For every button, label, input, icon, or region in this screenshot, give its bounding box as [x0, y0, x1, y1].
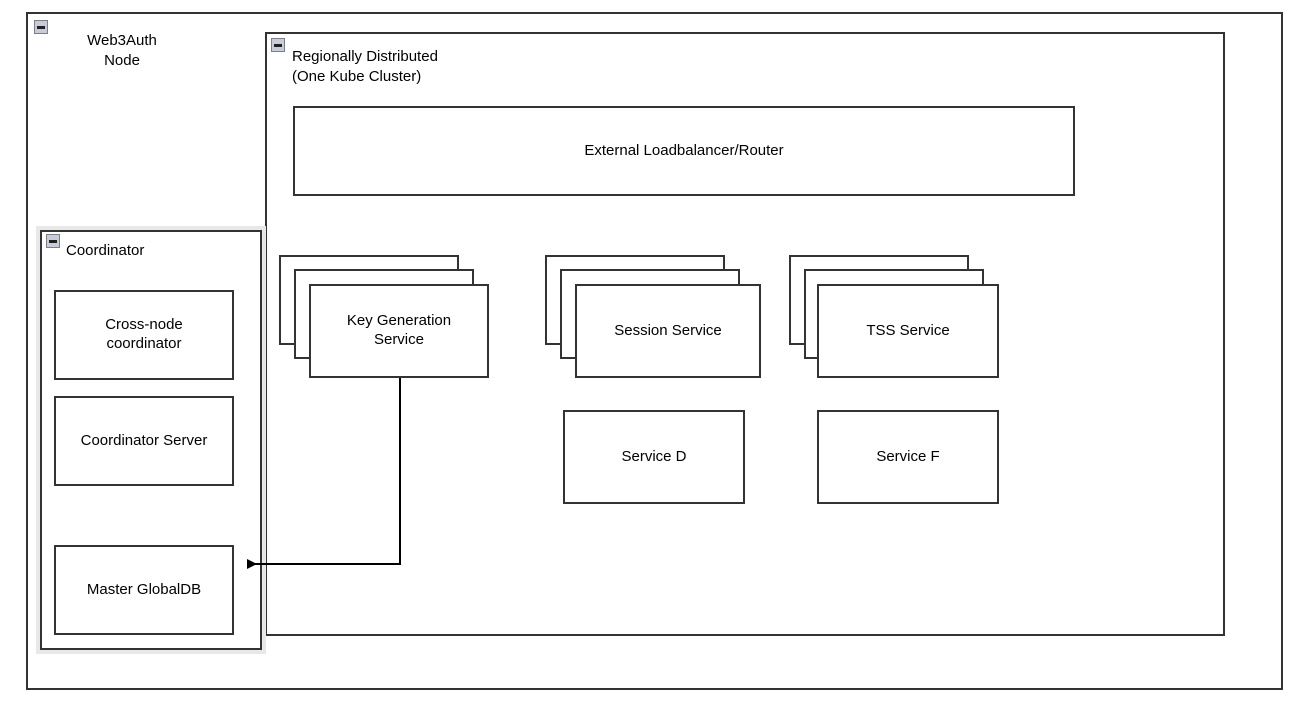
session-service-box[interactable] [575, 284, 761, 378]
cross-node-coordinator-box[interactable] [54, 290, 234, 380]
collapse-icon-web3auth-node[interactable] [34, 20, 48, 34]
coordinator-server-box[interactable] [54, 396, 234, 486]
service-f-box[interactable] [817, 410, 999, 504]
master-globaldb-box[interactable] [54, 545, 234, 635]
regionally-distributed-title: Regionally Distributed (One Kube Cluster… [292, 48, 438, 85]
coordinator-title: Coordinator [66, 242, 145, 259]
web3auth-node-title: Web3Auth Node [87, 32, 157, 69]
collapse-icon-coordinator[interactable] [46, 234, 60, 248]
service-d-box[interactable] [563, 410, 745, 504]
collapse-icon-regionally-distributed[interactable] [271, 38, 285, 52]
external-loadbalancer-router-box[interactable] [293, 106, 1075, 196]
key-generation-service-box[interactable] [309, 284, 489, 378]
tss-service-box[interactable] [817, 284, 999, 378]
